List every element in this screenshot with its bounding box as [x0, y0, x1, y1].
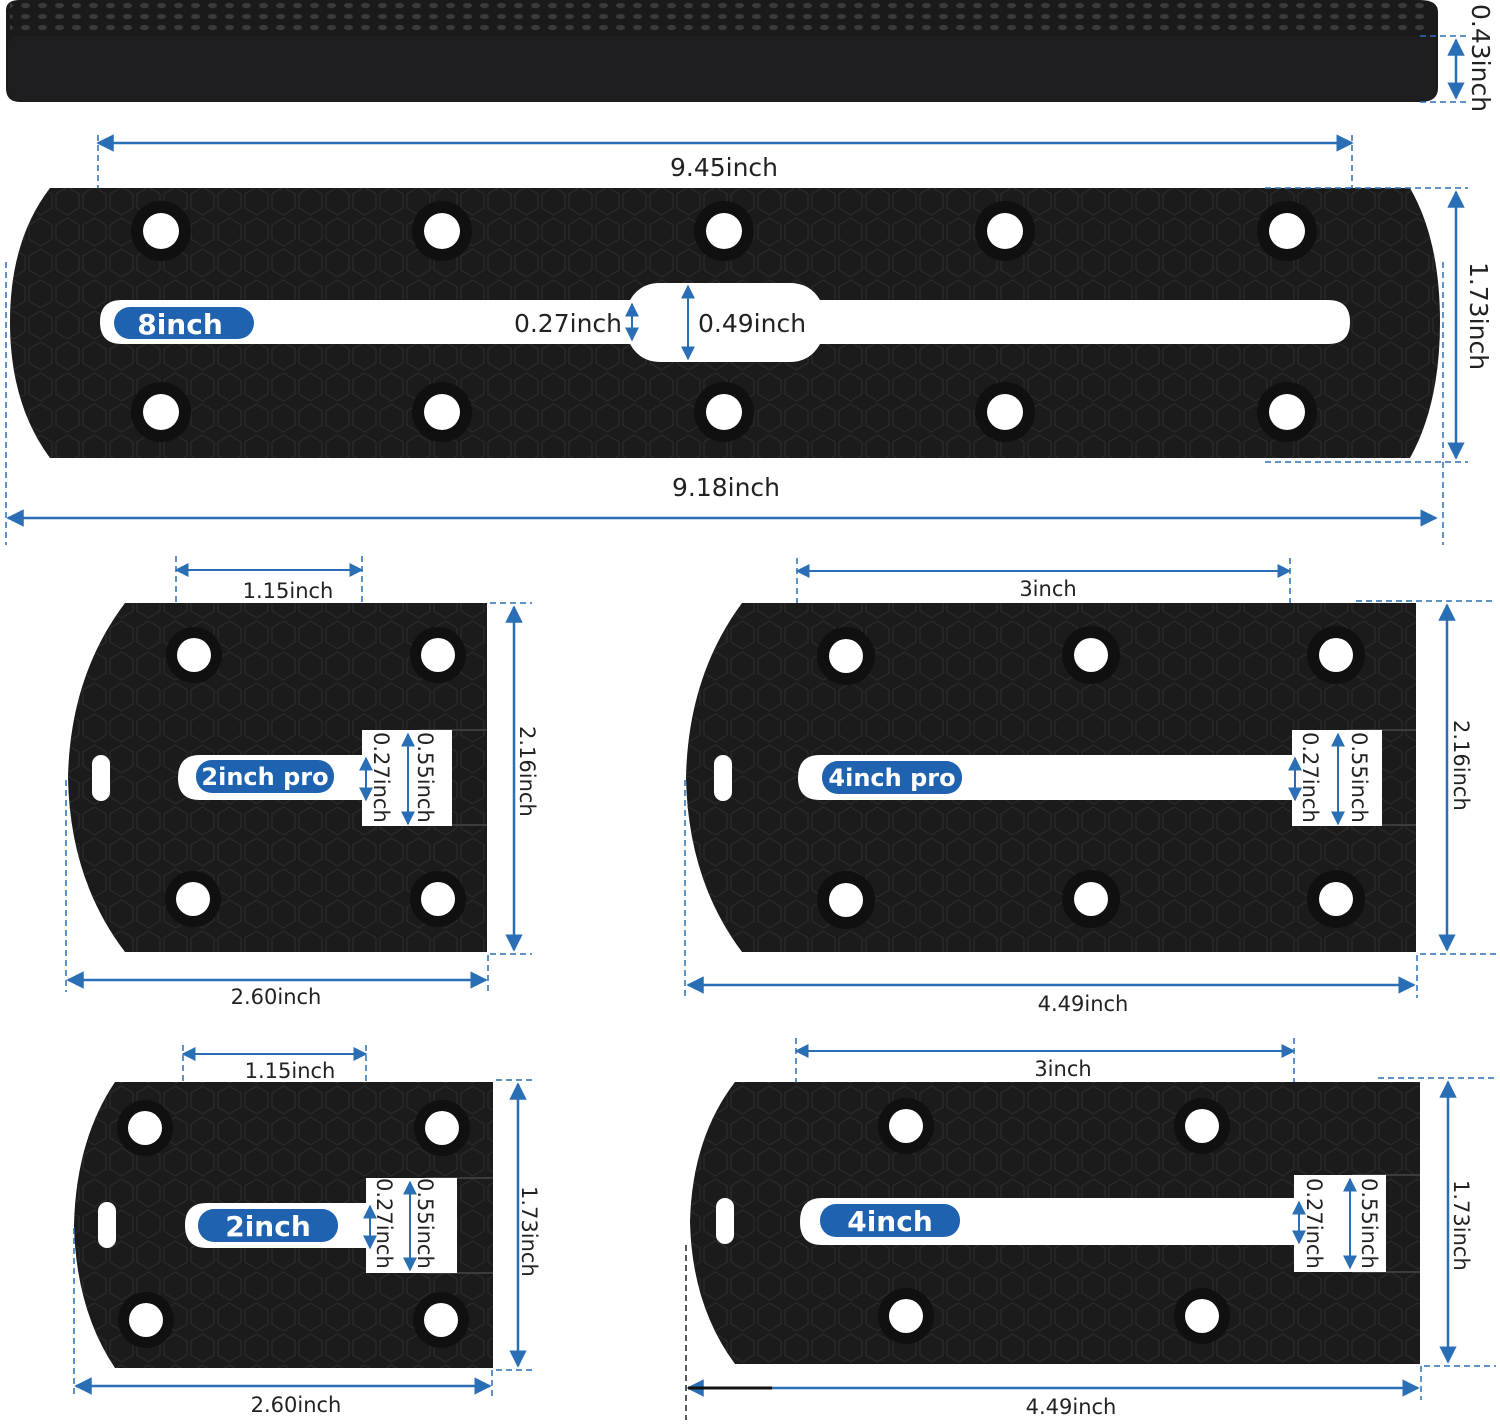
hole-spacing-label: 1.15inch: [243, 579, 334, 603]
mount-hole: [706, 213, 742, 249]
hole-spacing-label: 3inch: [1019, 577, 1076, 601]
mount-hole: [176, 882, 210, 916]
height-label: 1.73inch: [1464, 262, 1493, 370]
badge-4inch-label: 4inch: [847, 1205, 933, 1238]
hole-spacing-label: 9.45inch: [670, 153, 778, 182]
slot-width-label: 0.27inch: [514, 309, 622, 338]
mount-hole: [889, 1109, 923, 1143]
mount-hole: [829, 639, 863, 673]
hex-top-surface: [10, 0, 1430, 34]
badge-4inch: [820, 1204, 960, 1237]
mount-holes-8inch: [131, 201, 1317, 442]
plate-8inch-slot: [100, 283, 1350, 362]
mount-hole: [1269, 394, 1305, 430]
badge-2inch-label: 2inch: [225, 1210, 311, 1243]
mount-hole: [1319, 882, 1353, 916]
plate-8inch: 9.45inch 8inch 0.27inch 0.49inch 1.73inc…: [5, 134, 1493, 545]
center-cutout-label: 0.49inch: [698, 309, 806, 338]
slot-outer-width-label: 0.55inch: [413, 1178, 437, 1269]
mount-hole: [424, 213, 460, 249]
mount-hole: [706, 394, 742, 430]
slot-width-label: 0.27inch: [372, 1178, 396, 1269]
plate-2inch-pro: 1.15inch 2inch pro 0.27inch 0.55inch 2.1…: [65, 556, 539, 1009]
hole-spacing-label: 3inch: [1034, 1057, 1091, 1081]
badge-8inch: [114, 307, 254, 339]
badge-2inch-pro: [196, 760, 334, 793]
mount-hole: [1074, 882, 1108, 916]
slot-outer-width-label: 0.55inch: [1347, 732, 1371, 823]
height-label: 2.16inch: [1449, 720, 1473, 811]
plate-4inch: 3inch 4inch 0.27inch 0.55inch 1.73inch 4…: [685, 1038, 1496, 1420]
mount-hole: [421, 638, 455, 672]
slot-width-label: 0.27inch: [1302, 1178, 1326, 1269]
mount-hole: [143, 213, 179, 249]
slot-width-label: 0.27inch: [1298, 732, 1322, 823]
height-label: 1.73inch: [517, 1186, 541, 1277]
badge-4inch-pro-label: 4inch pro: [828, 764, 955, 792]
height-label: 2.16inch: [515, 726, 539, 817]
mount-hole: [1185, 1109, 1219, 1143]
hole-spacing-label: 1.15inch: [245, 1059, 336, 1083]
top-edge-view: 0.43inch: [6, 0, 1495, 112]
badge-8inch-label: 8inch: [137, 308, 223, 341]
mount-hole: [143, 394, 179, 430]
mount-hole: [987, 213, 1023, 249]
mount-hole: [425, 1111, 459, 1145]
length-label: 2.60inch: [251, 1393, 342, 1417]
mount-hole: [889, 1299, 923, 1333]
length-label: 4.49inch: [1038, 992, 1129, 1016]
badge-2inch: [198, 1209, 338, 1242]
mount-hole: [1269, 213, 1305, 249]
plate-2inch: 1.15inch 2inch 0.27inch 0.55inch 1.73inc…: [73, 1045, 541, 1417]
slot-width-label: 0.27inch: [369, 732, 393, 823]
length-label: 9.18inch: [672, 473, 780, 502]
mount-hole: [129, 1303, 163, 1337]
badge-4inch-pro: [822, 761, 962, 794]
plate-side-face: [8, 36, 1436, 100]
mount-hole: [424, 1303, 458, 1337]
mount-hole: [1185, 1299, 1219, 1333]
mount-hole: [421, 882, 455, 916]
mount-hole: [1074, 638, 1108, 672]
slot-outer-width-label: 0.55inch: [413, 732, 437, 823]
badge-2inch-pro-label: 2inch pro: [201, 763, 328, 791]
thickness-label: 0.43inch: [1466, 4, 1495, 112]
length-label: 2.60inch: [231, 985, 322, 1009]
mount-hole: [829, 883, 863, 917]
mount-hole: [1319, 638, 1353, 672]
height-label: 1.73inch: [1449, 1180, 1473, 1271]
length-label: 4.49inch: [1026, 1395, 1117, 1419]
slot-outer-width-label: 0.55inch: [1357, 1178, 1381, 1269]
plate-4inch-pro: 3inch 4inch pro 0.27inch 0.55inch 2.16in…: [684, 558, 1496, 1016]
mount-hole: [424, 394, 460, 430]
mount-hole: [128, 1111, 162, 1145]
mount-hole: [987, 394, 1023, 430]
mount-hole: [177, 638, 211, 672]
